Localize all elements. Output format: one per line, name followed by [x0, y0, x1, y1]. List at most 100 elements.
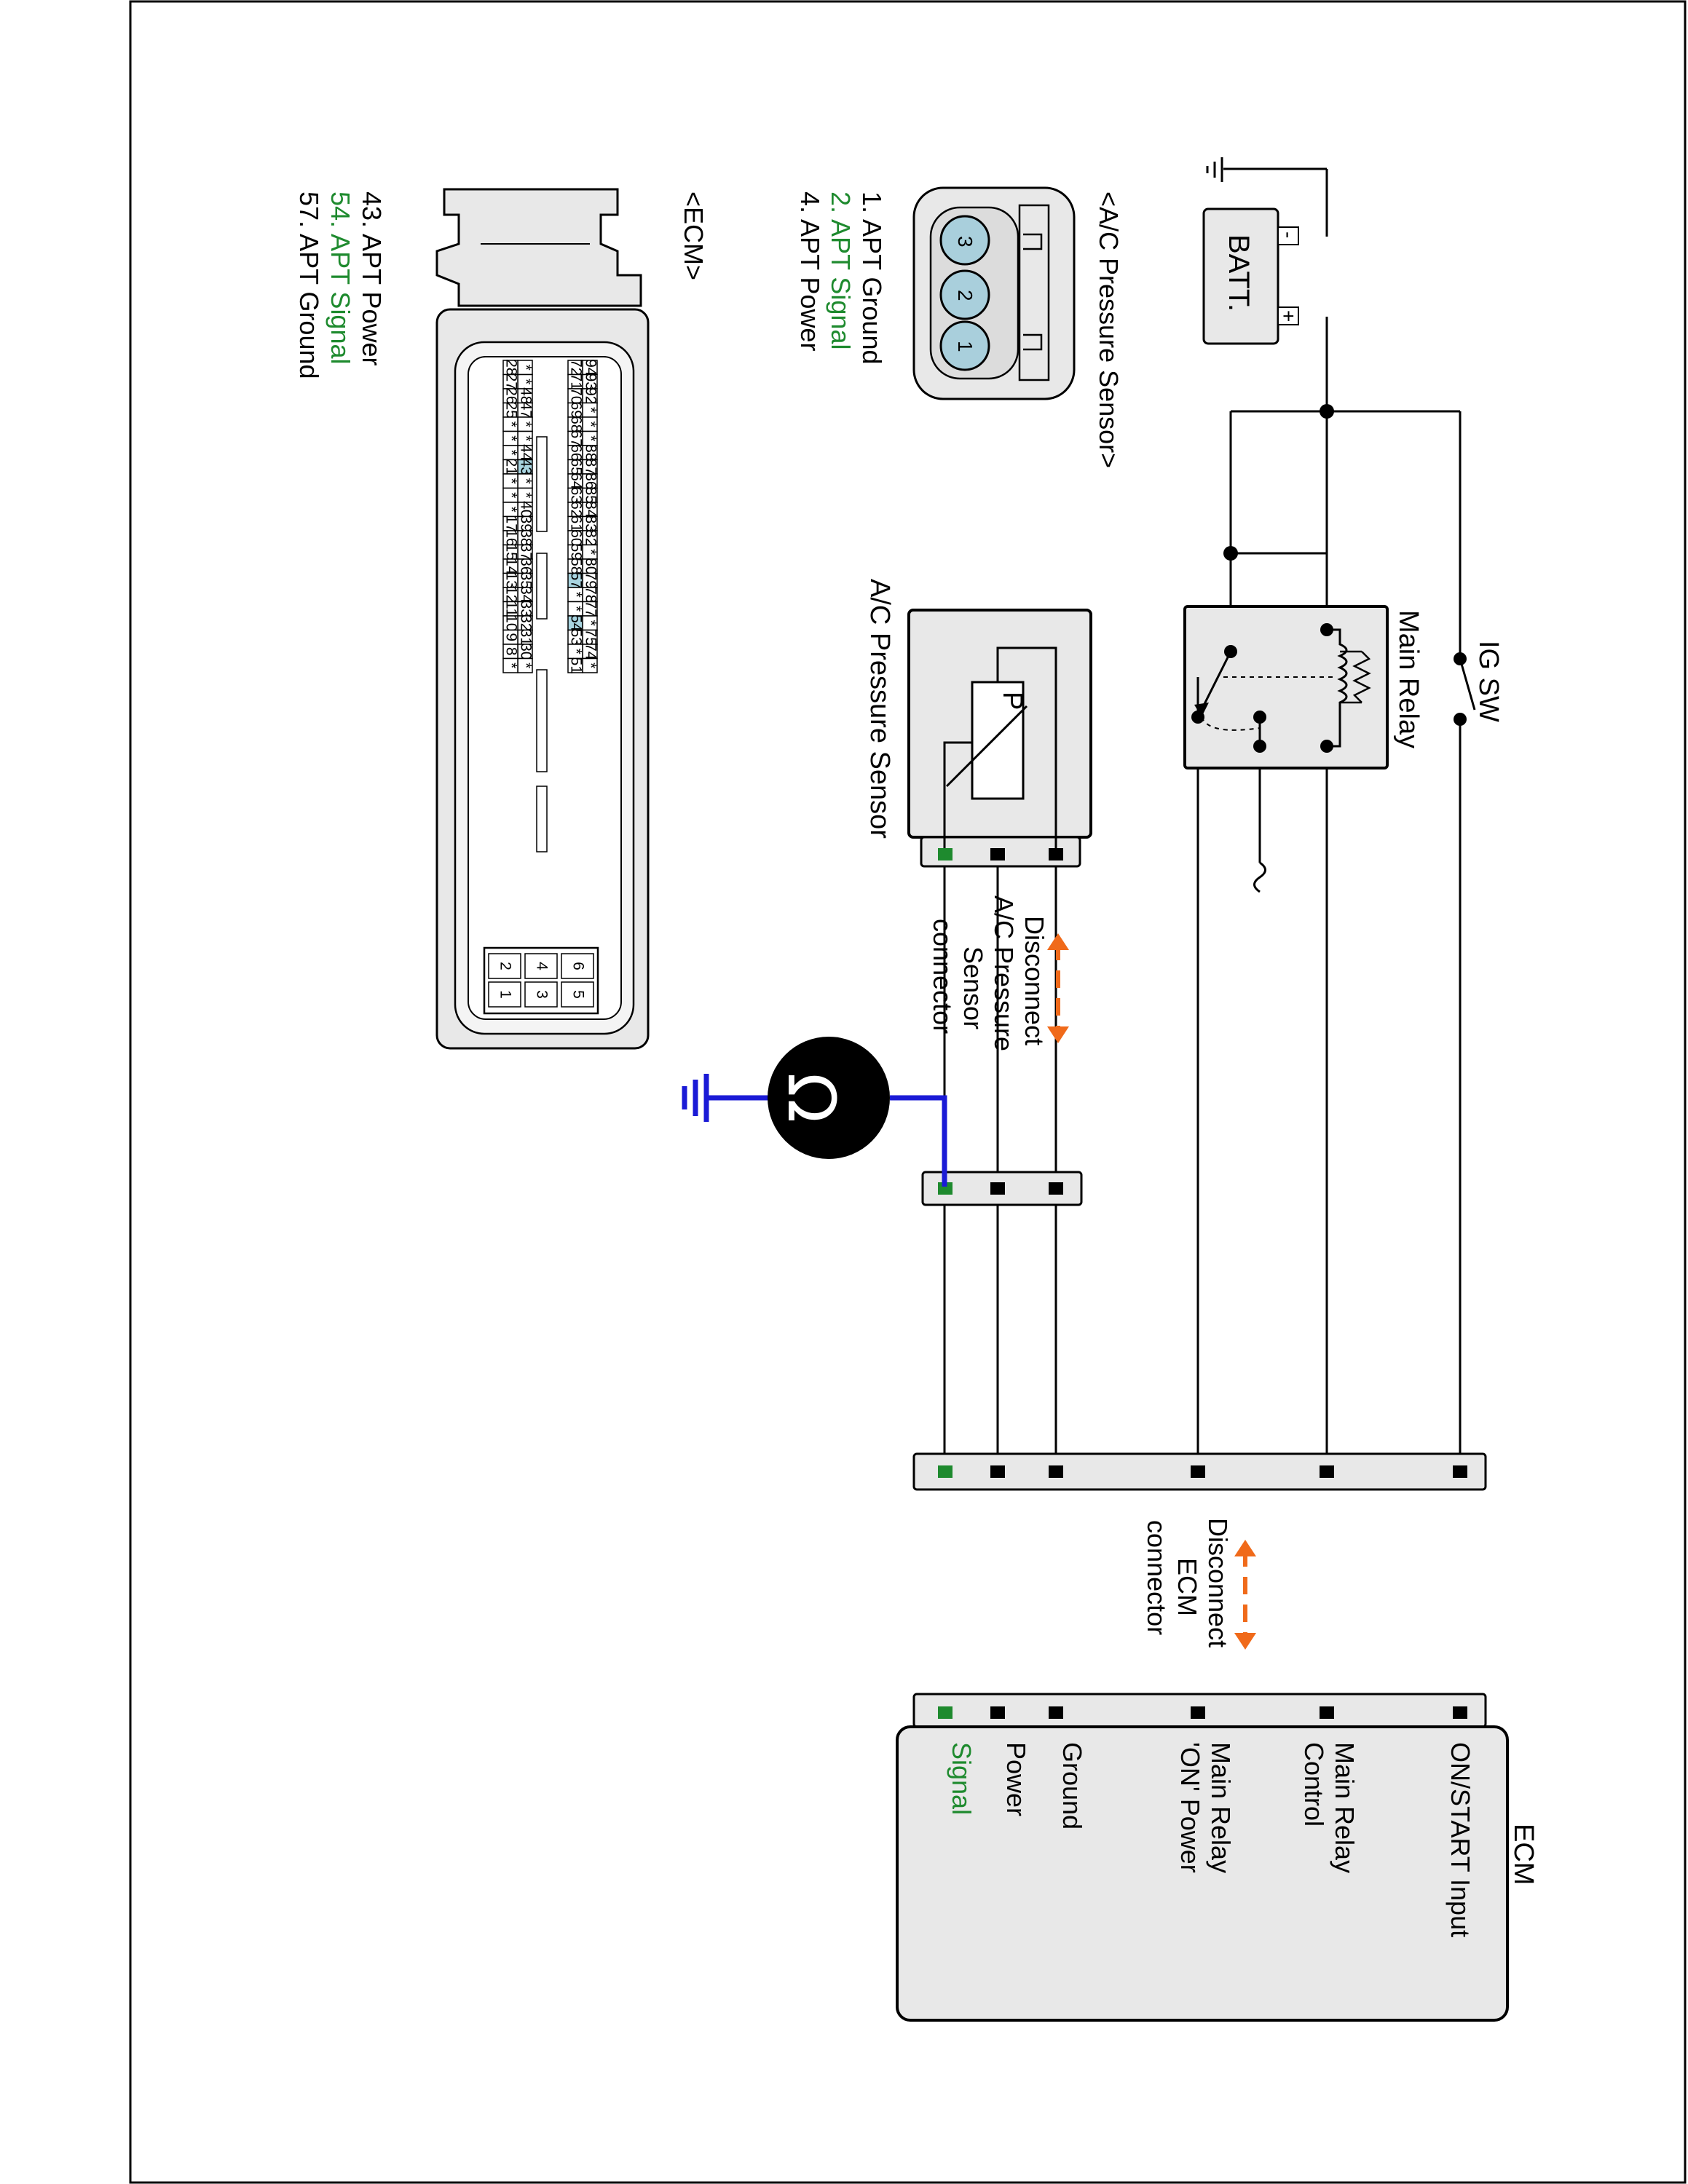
ecm-legend-2: 54. APT Signal	[326, 191, 355, 365]
ecm-divider-slot	[536, 553, 548, 620]
ecm-pin-label: 70	[567, 387, 584, 404]
ecm-pin-label: 87	[582, 459, 599, 475]
ecm-pin-label: 94	[582, 359, 599, 376]
ecm-pin-cell	[567, 657, 583, 673]
ecm-pin-label: 58	[567, 558, 584, 574]
ecm-pin-label: *	[567, 649, 584, 654]
ecm-pin-label: 66	[567, 444, 584, 461]
ecm-pin-label: 67	[567, 430, 584, 447]
ecm-pin-label: *	[517, 662, 534, 668]
ecm-pin-label: *	[502, 422, 519, 427]
ecm-pin-label: 43	[517, 459, 534, 475]
ecm-pin-label: 65	[567, 459, 584, 475]
ecm-pin-main-relay-control-1: Main Relay	[1330, 1742, 1360, 1873]
ecm-pin-label: 72	[567, 359, 584, 376]
junction-dots	[1223, 404, 1334, 561]
ecm-pin-label: *	[517, 365, 534, 371]
disconnect-ecm-line-2: ECM	[1172, 1558, 1202, 1616]
ecm-pin-label: 34	[517, 586, 534, 604]
ecm-small-pin-label: 5	[569, 990, 586, 999]
ecm-pin-label: 12	[502, 586, 519, 603]
ecm-small-pin-label: 1	[497, 990, 513, 999]
ecm-pin-label: 40	[517, 501, 534, 518]
ecm-pin-label: 26	[502, 387, 519, 404]
ecm-pin-label: *	[582, 549, 599, 555]
ecm-pin-main-relay-control-2: Control	[1299, 1742, 1329, 1827]
ecm-legend-1: 43. APT Power	[357, 191, 387, 365]
ecm-pin-ground: Ground	[1057, 1742, 1087, 1829]
ecm-pin-label: 59	[567, 544, 584, 561]
ohm-symbol: Ω	[773, 1073, 849, 1123]
ecm-small-pin-label: 4	[533, 962, 550, 970]
main-relay: Main Relay	[1183, 605, 1424, 769]
ecm-pin-label: *	[582, 620, 599, 626]
ecm-pin-label: 44	[517, 444, 534, 462]
ecm-pin-label: *	[502, 492, 519, 498]
ecm-pin-label: 14	[502, 558, 519, 575]
ecm-pin-label: 63	[567, 487, 584, 504]
ecm-pin-label: 68	[567, 416, 584, 432]
battery-plus: +	[1277, 310, 1300, 322]
ecm-small-pin-label: 3	[533, 990, 550, 999]
main-relay-label: Main Relay	[1393, 610, 1424, 748]
ecm-pin-label: *	[582, 435, 599, 441]
sensor-element: P	[997, 692, 1028, 710]
sensor-pin-1: 1	[954, 341, 977, 352]
ecm-pin-label: 47	[517, 402, 534, 419]
ecm-pin-label: 85	[582, 487, 599, 504]
ig-switch: IG SW	[1454, 641, 1504, 726]
ecm-pin-label: *	[582, 407, 599, 413]
ecm-pin-grid: 949392***88878685848382*80797877*7574*72…	[502, 359, 599, 852]
disconnect-ecm-line-1: Disconnect	[1203, 1518, 1233, 1647]
ecm-pin-label: 13	[502, 572, 519, 589]
disconnect-sensor-connector: Disconnect A/C Pressure Sensor connector	[921, 895, 1083, 1206]
ecm-pin-label: 53	[567, 629, 584, 646]
ecm-pin-label: 17	[502, 515, 519, 532]
sensor-legend-2: 2. APT Signal	[826, 191, 856, 349]
ecm-pin-label: 37	[517, 544, 534, 561]
disconnect-ecm-connector: Disconnect ECM connector	[912, 1452, 1487, 1650]
ecm-pin-label: *	[517, 435, 534, 441]
ecm-pin-label: *	[567, 592, 584, 598]
ecm-small-pin-cell	[488, 953, 521, 979]
ecm-pin-label: 84	[582, 501, 599, 518]
ecm-pin-label: 10	[502, 614, 519, 631]
ecm-pin-label: 32	[517, 614, 534, 631]
ecm-pin-label: 77	[582, 601, 599, 617]
disconnect-sensor-line-1: Disconnect	[1019, 916, 1049, 1045]
ecm-pin-label: 88	[582, 444, 599, 461]
battery: BATT. - +	[1202, 207, 1300, 345]
ecm-pin-label: 51	[567, 657, 584, 674]
sensor-schematic: P A/C Pressure Sensor	[864, 579, 1092, 868]
ecm-pin-label: *	[502, 478, 519, 484]
ig-switch-label: IG SW	[1473, 641, 1504, 722]
ecm-pin-label: 38	[517, 529, 534, 546]
ecm-pin-label: 60	[567, 529, 584, 546]
ecm-pin-label: 36	[517, 558, 534, 574]
ecm-pin-label: 64	[567, 472, 584, 490]
ecm-small-pin-cell	[561, 981, 594, 1008]
ecm-pin-label: 78	[582, 586, 599, 603]
ecm-pin-on-power-2: 'ON' Power	[1175, 1742, 1205, 1873]
ecm-pin-label: *	[517, 478, 534, 484]
ecm-small-pin-cell	[524, 953, 558, 979]
ecm-small-pin-cell	[561, 953, 594, 979]
ecm-pin-label: *	[567, 606, 584, 612]
ecm-pin-label: *	[582, 422, 599, 427]
ecm-pin-label: 8	[502, 647, 519, 656]
ecm-pin-label: 80	[582, 558, 599, 574]
ecm-pin-label: 69	[567, 402, 584, 419]
ecm-pin-label: *	[517, 492, 534, 498]
ecm-pin-label: 9	[502, 633, 519, 641]
ecm-pin-label: *	[517, 422, 534, 427]
ecm-pin-label: 54	[567, 614, 584, 632]
ecm-pin-label: 39	[517, 515, 534, 532]
ecm-pin-cell	[502, 657, 518, 673]
ecm-pin-label: 83	[582, 515, 599, 532]
ecm-pin-label: 74	[582, 643, 599, 660]
ecm-divider-slot	[536, 786, 548, 852]
ecm-pin-label: 15	[502, 544, 519, 561]
ecm-small-pin-label: 2	[497, 962, 513, 970]
